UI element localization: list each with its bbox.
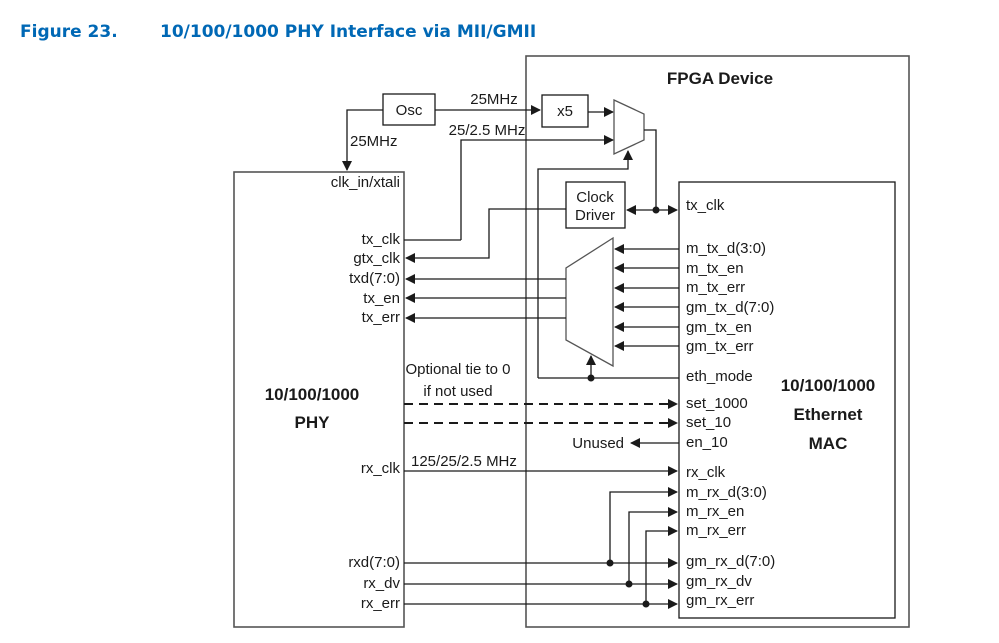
mux-out-wire [644,129,657,210]
phy-pin-rx-clk: rx_clk [361,460,401,477]
rx-dv-to-m-rx-en-wire [628,507,678,584]
fpga-device-frame [525,55,910,628]
clock-driver-label-line2: Driver [575,207,615,224]
rx-clk-freq-label: 125/25/2.5 MHz [411,453,517,470]
tx-clk-freq-label: 25/2.5 MHz [449,122,526,139]
osc-phy-freq-label: 25MHz [350,133,398,150]
clock-driver-block [565,181,626,229]
clock-driver-label-line1: Clock [576,189,614,206]
optional-tie-label-line1: Optional tie to 0 [405,361,510,378]
mac-pin-eth-mode: eth_mode [686,368,753,385]
osc-to-phy-wire [342,109,383,171]
mac-tx-input-wires [614,244,679,351]
mac-label-line1: 10/100/1000 [781,376,876,395]
osc-label: Osc [396,102,423,119]
mac-pin-gm-rx-err: gm_rx_err [686,592,754,609]
phy-pin-txd: txd(7:0) [349,270,400,287]
phy-pin-tx-en: tx_en [363,290,400,307]
rx-dv-junction [625,580,633,588]
rx-err-to-m-rx-err-wire [645,526,678,604]
mac-block [678,181,896,619]
optional-tie-label-line2: if not used [423,383,492,400]
mac-pin-rx-clk: rx_clk [686,464,726,481]
figure-title: Figure 23. 10/100/1000 PHY Interface via … [20,22,536,42]
set-1000-arrowhead [668,399,678,409]
x5-multiplier-block [541,94,589,128]
osc-fpga-freq-label: 25MHz [470,91,518,108]
mac-label-line2: Ethernet [794,405,863,424]
tx-clk-junction [652,206,660,214]
phy-pin-rxd: rxd(7:0) [348,554,400,571]
clock-mux [613,98,645,156]
clock-driver-to-gtx-clk-wire [405,208,566,263]
mac-pin-gm-tx-en: gm_tx_en [686,319,752,336]
tx-data-mux [565,236,614,368]
mac-pin-m-tx-err: m_tx_err [686,279,745,296]
rx-err-junction [642,600,650,608]
phy-label-line2: PHY [295,413,331,432]
mac-label-line3: MAC [809,434,848,453]
mac-pin-m-rx-err: m_rx_err [686,522,746,539]
mac-pin-en-10: en_10 [686,434,728,451]
mac-pin-m-rx-en: m_rx_en [686,503,744,520]
phy-pin-rx-dv: rx_dv [363,575,400,592]
mac-pin-set-1000: set_1000 [686,395,748,412]
mac-pin-gm-rx-dv: gm_rx_dv [686,573,752,590]
eth-mode-junction [587,374,595,382]
eth-mode-to-clock-mux-wire [537,150,633,378]
fpga-device-label: FPGA Device [667,69,773,88]
mac-pin-tx-clk: tx_clk [686,197,725,214]
phy-pin-rx-err: rx_err [361,595,400,612]
set-10-arrowhead [668,418,678,428]
mac-pin-gm-tx-d: gm_tx_d(7:0) [686,299,774,316]
mac-pin-m-tx-en: m_tx_en [686,260,744,277]
phy-label-line1: 10/100/1000 [265,385,360,404]
mac-pin-m-tx-d: m_tx_d(3:0) [686,240,766,257]
tx-clk-to-mux-wire [460,135,614,240]
phy-pin-clk-in: clk_in/xtali [331,174,400,191]
mac-pin-gm-tx-err: gm_tx_err [686,338,754,355]
rxd-junction [606,559,614,567]
figure-caption: 10/100/1000 PHY Interface via MII/GMII [160,22,537,42]
unused-label: Unused [572,435,624,452]
phy-pin-tx-clk: tx_clk [362,231,401,248]
x5-label: x5 [557,103,573,120]
figure-number: Figure 23. [20,22,118,42]
mac-pin-set-10: set_10 [686,414,731,431]
phy-pin-gtx-clk: gtx_clk [353,250,400,267]
phy-pin-tx-err: tx_err [362,309,400,326]
phy-block [233,171,405,628]
mac-pin-gm-rx-d: gm_rx_d(7:0) [686,553,775,570]
mac-pin-m-rx-d: m_rx_d(3:0) [686,484,767,501]
rxd-to-m-rx-d-wire [609,487,678,563]
